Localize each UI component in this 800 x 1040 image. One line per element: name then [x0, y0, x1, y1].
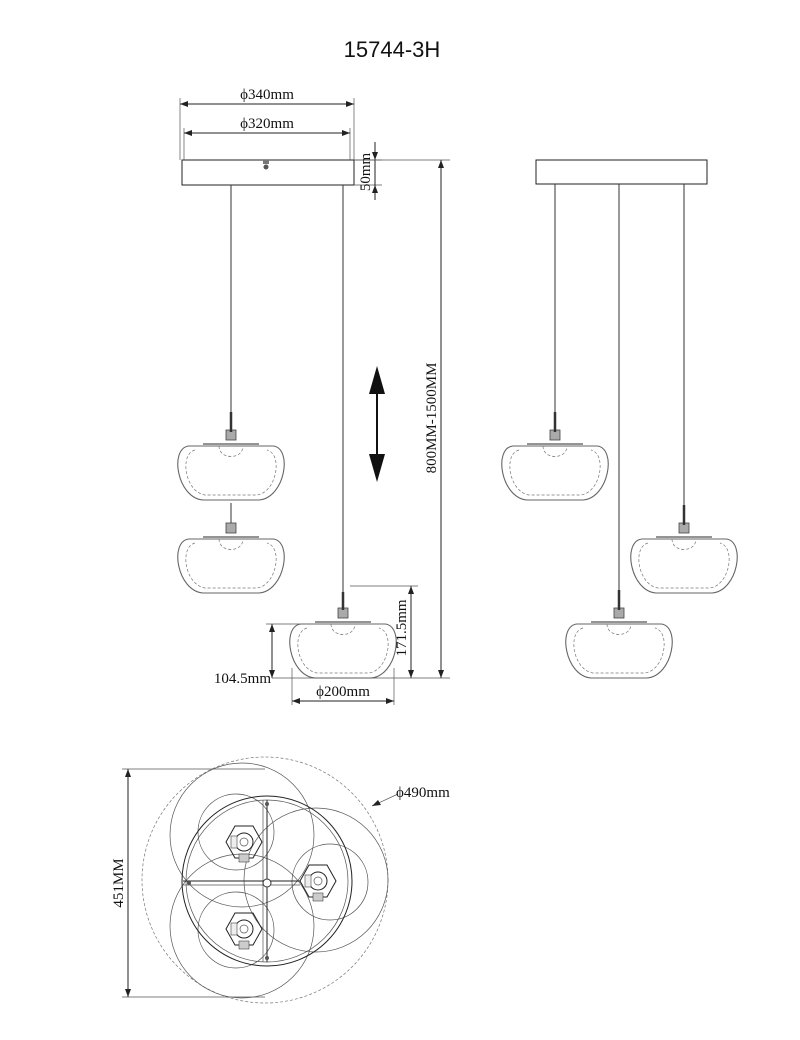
canopy-screw-icon	[263, 164, 269, 170]
canopy-side	[535, 159, 708, 185]
lamp-fitting-1	[225, 825, 263, 863]
shade-front-1	[177, 429, 285, 501]
shade-diameter-label: ϕ200mm	[316, 684, 370, 700]
shade-front-3	[289, 607, 397, 679]
shade-lower-height-label: 104.5mm	[214, 671, 271, 687]
canopy-outer-diameter-label: ϕ340mm	[240, 87, 294, 103]
overall-depth-label: 451MM	[111, 858, 127, 907]
front-elevation: ϕ340mm ϕ320mm 50mm 800MM-1500MM 171.5mm	[177, 87, 450, 705]
drawing-title: 15744-3H	[344, 37, 441, 62]
canopy-top	[181, 795, 353, 967]
drop-range-label: 800MM-1500MM	[424, 363, 440, 474]
canopy-inner-diameter-label: ϕ320mm	[240, 116, 294, 132]
shade-front-2	[177, 522, 285, 594]
lamp-fitting-3	[225, 912, 263, 950]
shade-height-label: 171.5mm	[394, 599, 410, 656]
shade-side-1	[501, 429, 609, 501]
side-elevation	[501, 159, 738, 679]
canopy-height-label: 50mm	[358, 153, 374, 192]
shade-side-2	[630, 522, 738, 594]
lamp-fitting-2	[299, 864, 337, 902]
overall-diameter-label: ϕ490mm	[396, 785, 450, 801]
top-view: ϕ490mm 451MM	[111, 756, 450, 1004]
shade-side-3	[565, 607, 673, 679]
adjust-arrow-icon	[369, 366, 385, 482]
